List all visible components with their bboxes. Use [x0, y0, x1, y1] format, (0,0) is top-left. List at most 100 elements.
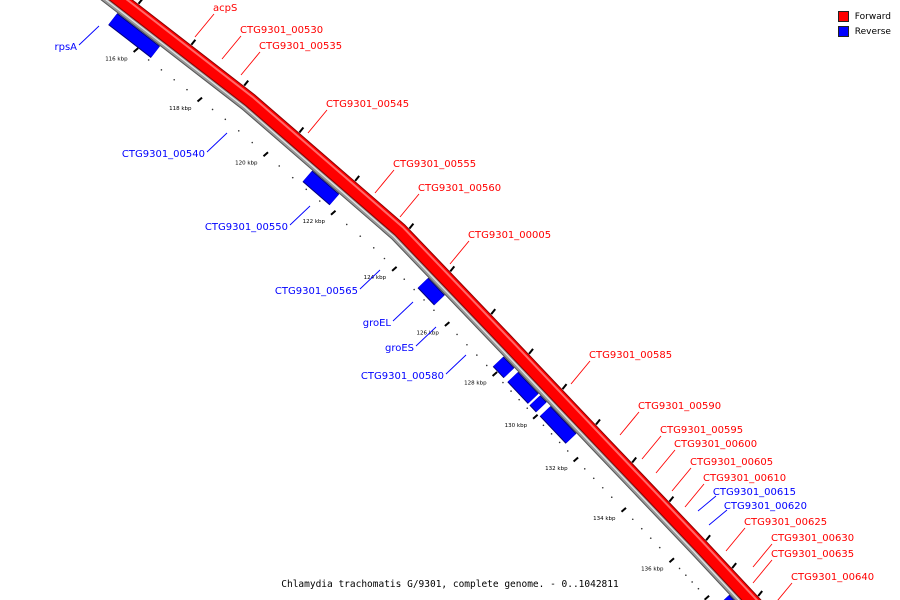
feature-tick — [490, 308, 497, 315]
forward-leader-line — [752, 559, 773, 584]
forward-gene-label: CTG9301_00640 — [791, 572, 874, 583]
backbone-track — [100, 0, 744, 600]
forward-gene-label: CTG9301_00560 — [418, 183, 501, 194]
ruler-major-tick — [532, 414, 539, 420]
forward-leader-line — [374, 169, 395, 194]
forward-gene-label: CTG9301_00600 — [674, 439, 757, 450]
reverse-gene-label: rpsA — [54, 42, 77, 53]
reverse-leader-line — [289, 205, 311, 226]
legend-forward-label: Forward — [854, 11, 891, 22]
reverse-swatch — [837, 26, 849, 37]
ruler-major-tick — [491, 371, 498, 377]
ruler-minor-tick — [685, 574, 687, 577]
reverse-leader-line — [697, 495, 717, 512]
ruler-minor-tick — [372, 247, 375, 249]
forward-gene-label: CTG9301_00585 — [589, 350, 672, 361]
ruler-minor-tick — [305, 188, 308, 191]
ruler-minor-tick — [413, 288, 415, 291]
ruler-major-tick — [703, 594, 710, 600]
reverse-gene — [418, 278, 445, 305]
reverse-leader-line — [78, 25, 100, 46]
ruler-minor-tick — [697, 587, 700, 590]
feature-tick — [595, 418, 601, 426]
ruler-tick-label: 134 kbp — [593, 516, 616, 522]
ruler-minor-tick — [518, 398, 520, 401]
ruler-tick-label: 120 kbp — [235, 161, 258, 167]
ruler-minor-tick — [678, 567, 681, 570]
forward-leader-line — [307, 109, 328, 134]
ruler-minor-tick — [631, 518, 634, 521]
feature-tick — [243, 80, 249, 87]
forward-leader-line — [684, 483, 705, 508]
ruler-minor-tick — [466, 343, 468, 346]
forward-leader-line — [641, 435, 662, 460]
ruler-major-tick — [132, 47, 139, 53]
reverse-gene-label: groEL — [363, 318, 392, 329]
reverse-leader-line — [392, 301, 414, 322]
forward-gene-label: CTG9301_00545 — [326, 99, 409, 110]
ruler-major-tick — [391, 266, 398, 272]
ruler-minor-tick — [359, 235, 362, 237]
forward-gene-label: acpS — [213, 3, 237, 14]
gene-labels: acpSCTG9301_00530CTG9301_00535CTG9301_00… — [54, 3, 874, 600]
forward-leader-line — [449, 240, 470, 265]
forward-gene-label: CTG9301_00625 — [744, 517, 827, 528]
ruler-minor-tick — [383, 257, 386, 260]
feature-tick — [705, 534, 711, 541]
forward-leader-line — [777, 582, 793, 600]
feature-tick — [731, 562, 737, 569]
forward-gene-label: CTG9301_00555 — [393, 159, 476, 170]
ruler-tick-label: 128 kbp — [464, 380, 487, 386]
ruler-minor-tick — [224, 118, 227, 121]
feature-tick — [757, 590, 763, 597]
ruler-minor-tick — [502, 381, 504, 384]
ruler-minor-tick — [510, 390, 512, 392]
ruler-minor-tick — [649, 537, 652, 539]
ruler-minor-tick — [423, 299, 425, 301]
forward-leader-line — [655, 449, 676, 474]
feature-tick — [449, 265, 456, 273]
legend: Forward Reverse — [837, 9, 891, 39]
ruler-major-tick — [572, 456, 579, 463]
forward-leader-line — [399, 193, 420, 218]
forward-gene-label: CTG9301_00590 — [638, 401, 721, 412]
ruler-minor-tick — [691, 581, 693, 583]
ruler-tick-label: 122 kbp — [303, 219, 326, 225]
ruler-minor-tick — [278, 165, 281, 167]
reverse-leader-line — [415, 326, 437, 347]
ruler-major-tick — [668, 557, 675, 563]
forward-leader-line — [194, 13, 215, 38]
forward-leader-line — [221, 35, 242, 60]
reverse-gene — [493, 357, 514, 378]
reverse-gene-label: CTG9301_00620 — [724, 501, 807, 512]
ruler-minor-tick — [186, 88, 188, 91]
forward-gene-label: CTG9301_00595 — [660, 425, 743, 436]
ruler-tick-label: 126 kbp — [416, 330, 439, 336]
ruler-minor-tick — [160, 69, 163, 71]
feature-tick — [354, 175, 360, 182]
reverse-gene — [540, 406, 576, 444]
ruler-minor-tick — [566, 450, 569, 452]
ruler-tick-label: 116 kbp — [105, 56, 128, 62]
forward-band — [110, 0, 761, 600]
feature-tick — [631, 456, 637, 464]
ruler-minor-tick — [558, 441, 561, 444]
ruler-minor-tick — [318, 200, 321, 202]
ruler-minor-tick — [291, 176, 294, 179]
feature-tick — [298, 126, 305, 134]
feature-tick — [408, 222, 415, 230]
forward-leader-line — [671, 467, 692, 492]
legend-forward: Forward — [837, 9, 891, 24]
reverse-leader-line — [359, 269, 381, 290]
reverse-gene — [108, 13, 160, 58]
forward-gene-label: CTG9301_00535 — [259, 41, 342, 52]
forward-band-shine — [125, 0, 759, 600]
reverse-gene-label: CTG9301_00550 — [205, 222, 288, 233]
feature-tick — [190, 39, 197, 46]
ruler-major-tick — [262, 151, 269, 157]
feature-tick — [561, 383, 568, 390]
legend-reverse: Reverse — [837, 24, 891, 39]
reverse-gene-label: CTG9301_00580 — [361, 371, 444, 382]
forward-track — [108, 0, 763, 600]
